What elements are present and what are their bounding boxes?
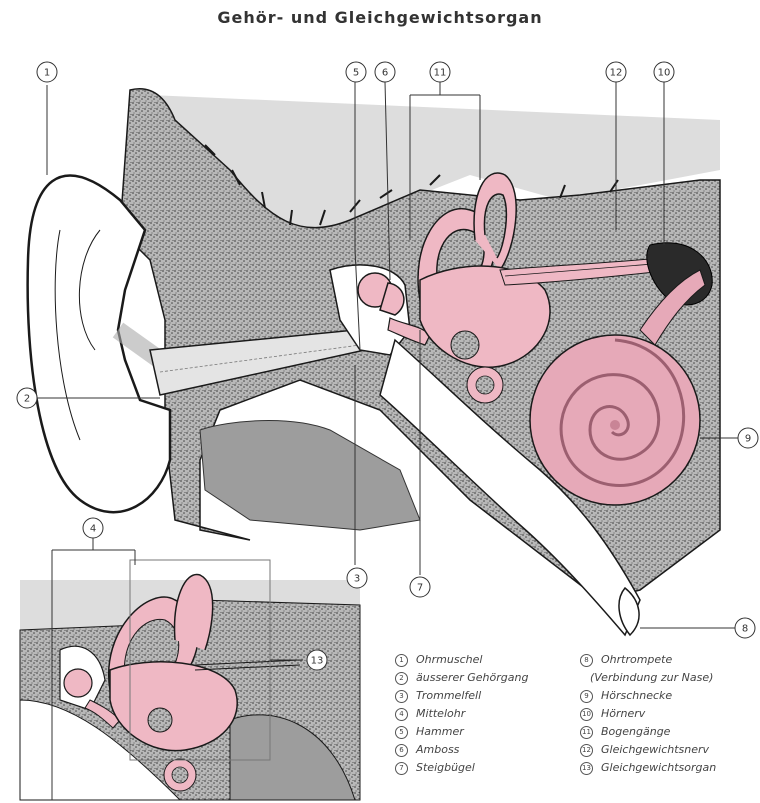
legend-text: Hörnerv [601,707,645,720]
legend-item: 3 Trommelfell [395,689,481,703]
legend-item: 4 Mittelohr [395,707,465,721]
legend-text: Mittelohr [416,707,465,720]
callout-label: 3 [354,574,360,585]
callout-label: 12 [610,68,623,79]
callout-12: 12 [606,62,626,82]
legend-number: 12 [580,744,593,757]
callout-label: 4 [90,524,96,535]
legend-text: Trommelfell [416,689,481,702]
callout-3: 3 [347,568,367,588]
legend-text: Ohrtrompete [601,653,672,666]
legend: 1 Ohrmuschel 2 äusserer Gehörgang 3 Trommelfe… [395,653,755,803]
legend-item: 7 Steigbügel [395,761,475,775]
jaw-region [200,421,420,530]
callout-label: 7 [417,583,423,594]
legend-text: äusserer Gehörgang [416,671,528,684]
legend-item: 11 Bogengänge [580,725,670,739]
legend-text: Hammer [416,725,464,738]
legend-number: 1 [395,654,408,667]
callout-label: 10 [658,68,671,79]
legend-text: Ohrmuschel [416,653,482,666]
legend-text: Bogengänge [601,725,670,738]
legend-number: 5 [395,726,408,739]
legend-number: 8 [580,654,593,667]
callout-label: 5 [353,68,359,79]
legend-item: 9 Hörschnecke [580,689,672,703]
legend-number: 11 [580,726,593,739]
legend-number: 4 [395,708,408,721]
legend-text: Gleichgewichtsnerv [601,743,709,756]
callout-2: 2 [17,388,37,408]
legend-item: 13 Gleichgewichtsorgan [580,761,716,775]
legend-item: 1 Ohrmuschel [395,653,482,667]
legend-item: 5 Hammer [395,725,464,739]
callout-label: 1 [44,68,50,79]
legend-number: 10 [580,708,593,721]
callout-4: 4 [83,518,103,538]
legend-text: (Verbindung zur Nase) [590,671,713,684]
callout-13: 13 [307,650,327,670]
legend-item: 10 Hörnerv [580,707,645,721]
callout-11: 11 [430,62,450,82]
legend-number: 13 [580,762,593,775]
legend-text: Steigbügel [416,761,475,774]
inset-detail [20,560,360,800]
legend-item: (Verbindung zur Nase) [590,671,713,685]
legend-item: 12 Gleichgewichtsnerv [580,743,709,757]
legend-item: 8 Ohrtrompete [580,653,672,667]
legend-text: Amboss [416,743,459,756]
legend-number: 3 [395,690,408,703]
callout-6: 6 [375,62,395,82]
legend-number: 2 [395,672,408,685]
cochlea [530,335,700,505]
callout-8: 8 [735,618,755,638]
callout-label: 2 [24,394,30,405]
callout-label: 6 [382,68,388,79]
legend-number: 6 [395,744,408,757]
callout-label: 13 [311,656,324,667]
legend-text: Gleichgewichtsorgan [601,761,716,774]
callout-5: 5 [346,62,366,82]
legend-item: 2 äusserer Gehörgang [395,671,528,685]
legend-number: 7 [395,762,408,775]
callout-1: 1 [37,62,57,82]
callout-label: 8 [742,624,748,635]
legend-text: Hörschnecke [601,689,672,702]
callout-label: 11 [434,68,447,79]
callout-7: 7 [410,577,430,597]
legend-item: 6 Amboss [395,743,459,757]
callout-9: 9 [738,428,758,448]
callout-label: 9 [745,434,751,445]
legend-number: 9 [580,690,593,703]
callout-10: 10 [654,62,674,82]
